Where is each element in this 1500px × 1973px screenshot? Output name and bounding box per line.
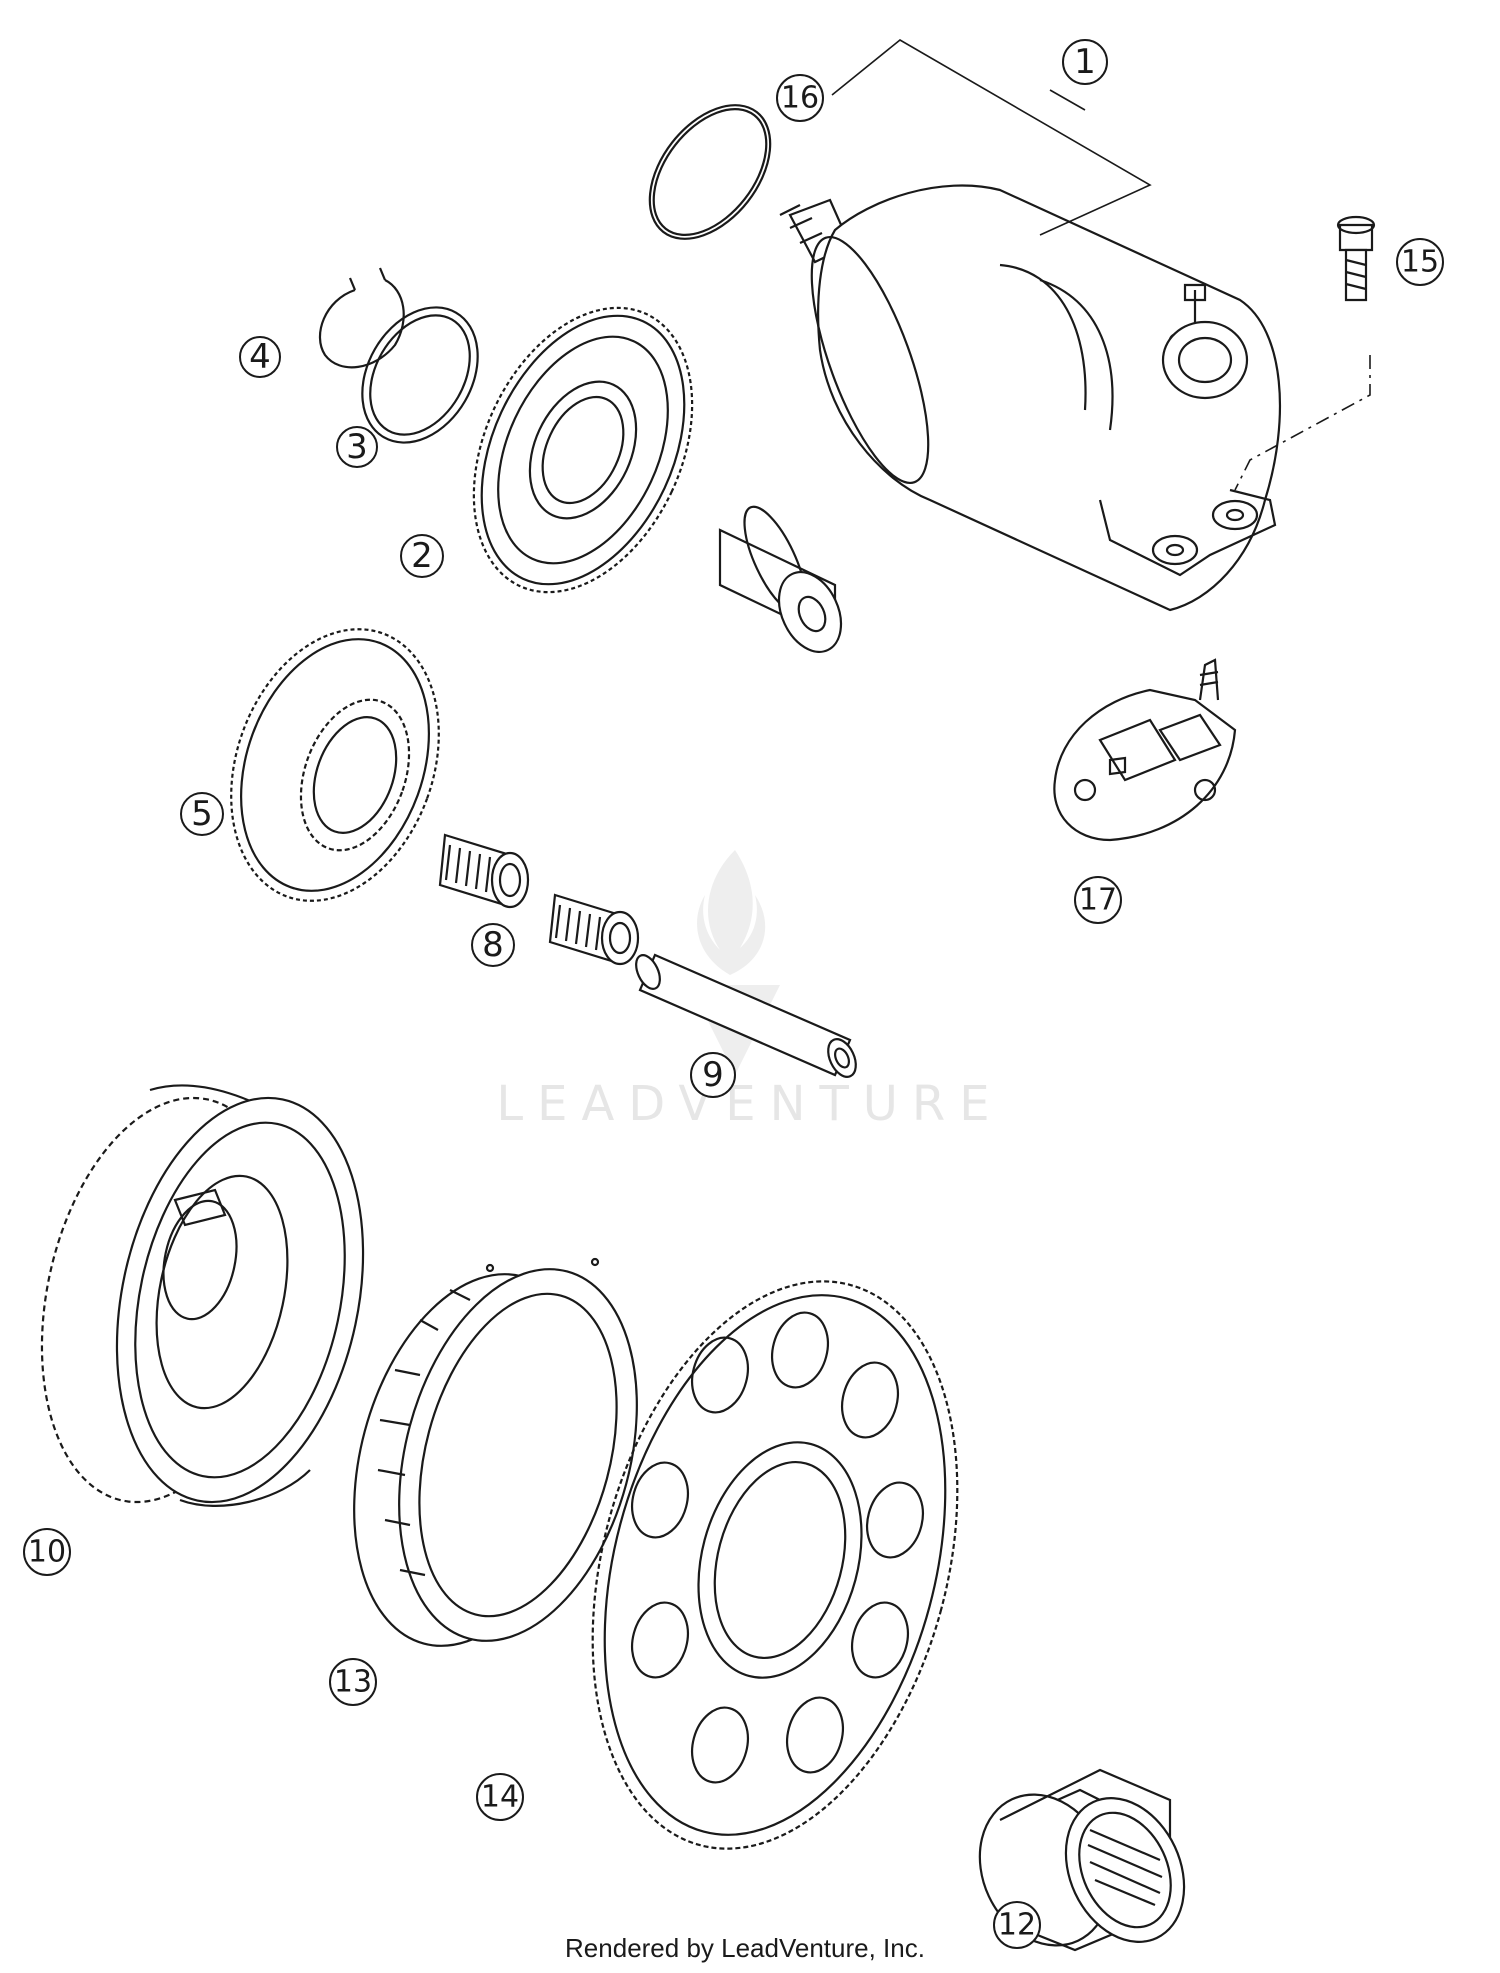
bushing	[978, 1768, 1186, 1952]
callout-8: 8	[471, 923, 515, 967]
svg-text:2: 2	[411, 536, 433, 576]
svg-text:10: 10	[28, 1535, 66, 1570]
callout-9: 9	[690, 1052, 736, 1098]
needle-bearing-2	[548, 893, 640, 966]
shaft	[635, 953, 857, 1078]
leader-lines	[831, 39, 1152, 236]
svg-text:8: 8	[482, 925, 504, 965]
bolt-dashed-leader	[1234, 355, 1371, 491]
freewheel	[353, 1257, 638, 1647]
svg-text:17: 17	[1079, 883, 1117, 918]
callout-10: 10	[23, 1528, 71, 1576]
ring-gear	[591, 1280, 959, 1850]
intermediate-gear	[230, 628, 440, 902]
brush-holder	[1053, 658, 1237, 842]
footer-credit: Rendered by LeadVenture, Inc.	[565, 1933, 925, 1963]
watermark: LEADVENTURE	[496, 850, 1003, 1132]
callout-16: 16	[776, 74, 824, 122]
callout-12: 12	[993, 1901, 1041, 1949]
callout-14: 14	[476, 1773, 524, 1821]
svg-text:16: 16	[781, 81, 819, 116]
bolt	[1336, 215, 1376, 302]
callout-13: 13	[329, 1658, 377, 1706]
washer	[361, 306, 479, 444]
svg-text:14: 14	[481, 1780, 519, 1815]
svg-text:1: 1	[1074, 42, 1096, 82]
watermark-text: LEADVENTURE	[496, 1076, 1003, 1132]
callout-15: 15	[1396, 238, 1444, 286]
circlip	[318, 267, 405, 369]
svg-text:15: 15	[1401, 245, 1439, 280]
svg-text:3: 3	[346, 427, 368, 467]
sleeve	[718, 505, 843, 653]
o-ring	[648, 104, 772, 240]
svg-text:12: 12	[998, 1908, 1036, 1943]
callout-1: 1	[1062, 39, 1108, 85]
svg-text:5: 5	[191, 794, 213, 834]
svg-text:13: 13	[334, 1665, 372, 1700]
svg-text:4: 4	[249, 337, 271, 377]
callout-2: 2	[400, 534, 444, 578]
callout-17: 17	[1074, 876, 1122, 924]
callout-4: 4	[239, 336, 281, 378]
idler-gear	[472, 306, 694, 594]
callout-3: 3	[336, 426, 378, 468]
needle-bearing-1	[438, 833, 530, 909]
starter-motor	[779, 184, 1282, 612]
svg-text:9: 9	[702, 1055, 724, 1095]
callout-5: 5	[180, 792, 224, 836]
flywheel	[40, 1084, 365, 1507]
